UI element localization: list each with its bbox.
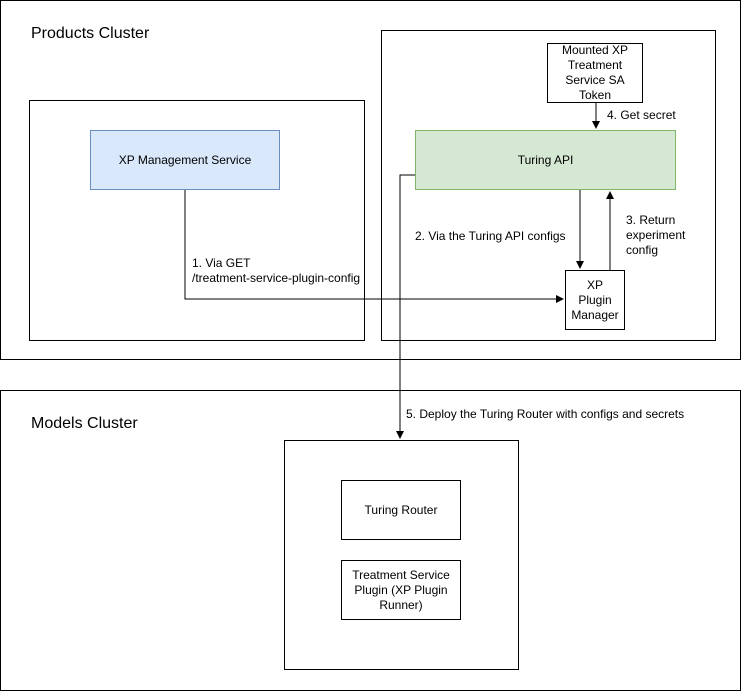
edge-label-step1-line1: 1. Via GET	[192, 256, 251, 270]
sa-token-label: Mounted XP Treatment Service SA Token	[561, 43, 629, 102]
edge-label-step1: 1. Via GET /treatment-service-plugin-con…	[192, 256, 361, 286]
products-cluster-title: Products Cluster	[31, 25, 150, 42]
xp-management-service-node[interactable]: XP Management Service	[90, 130, 280, 190]
edge-label-step3: 3. Return experiment config	[626, 213, 686, 257]
edge-get-plugin-config	[184, 190, 564, 303]
router-deployment-group	[284, 440, 519, 670]
edge-label-step5: 5. Deploy the Turing Router with configs…	[406, 407, 685, 422]
plugin-runner-label: Treatment Service Plugin (XP Plugin Runn…	[352, 567, 450, 612]
edge-deploy-router	[396, 174, 415, 439]
models-cluster-title: Models Cluster	[31, 415, 138, 432]
xp-plugin-manager-node[interactable]: XP Plugin Manager	[565, 270, 625, 330]
edge-label-step4: 4. Get secret	[607, 108, 676, 123]
turing-api-node[interactable]: Turing API	[415, 130, 676, 190]
xp-management-group	[29, 100, 365, 341]
edge-label-step2: 2. Via the Turing API configs	[415, 229, 566, 244]
xp-plugin-manager-label: XP Plugin Manager	[571, 277, 619, 322]
turing-api-label: Turing API	[517, 152, 574, 167]
plugin-runner-node[interactable]: Treatment Service Plugin (XP Plugin Runn…	[341, 560, 461, 620]
sa-token-node[interactable]: Mounted XP Treatment Service SA Token	[547, 43, 643, 103]
turing-router-node[interactable]: Turing Router	[341, 480, 461, 540]
turing-api-group	[381, 30, 716, 341]
edge-label-step1-line2: /treatment-service-plugin-config	[192, 271, 361, 285]
xp-management-service-label: XP Management Service	[118, 152, 252, 167]
turing-router-label: Turing Router	[364, 502, 438, 517]
